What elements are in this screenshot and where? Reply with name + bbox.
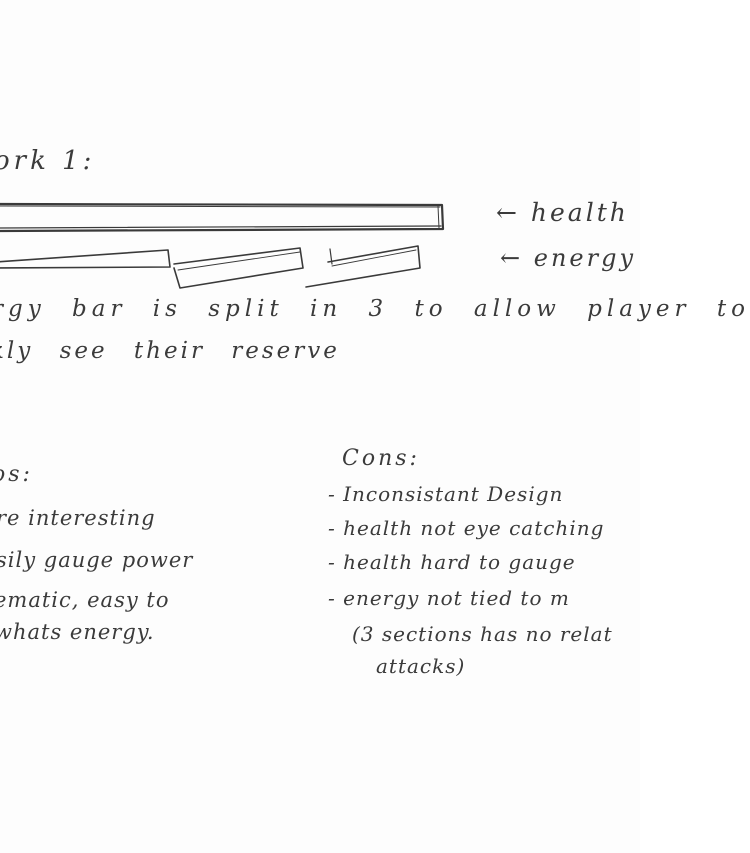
cons-item: - health not eye catching	[328, 516, 605, 540]
cons-heading: Cons:	[342, 446, 420, 471]
bar-sketch	[0, 202, 445, 289]
description-line-1: rgy bar is split in 3 to allow player to	[0, 296, 750, 322]
description-line-2: kly see their reserve	[0, 338, 340, 364]
pros-heading: os:	[0, 462, 33, 487]
sketch-title: ork 1:	[0, 146, 96, 176]
pros-item: re interesting	[0, 506, 156, 530]
pros-item: sily gauge power	[0, 548, 194, 572]
health-bar	[0, 202, 445, 233]
pros-item: ematic, easy to	[0, 588, 170, 612]
energy-label: ← energy	[500, 244, 636, 272]
cons-item: (3 sections has no relat	[352, 622, 613, 646]
cons-item: - health hard to gauge	[328, 550, 576, 574]
sketch-page: ork 1: ← health ← energy rgy bar is spli…	[0, 146, 745, 678]
energy-bar	[0, 245, 421, 289]
cons-item: attacks)	[376, 654, 466, 678]
cons-item: - Inconsistant Design	[328, 482, 564, 506]
pros-item: whats energy.	[0, 620, 155, 644]
cons-item: - energy not tied to m	[328, 586, 570, 610]
health-label: ← health	[496, 198, 629, 227]
